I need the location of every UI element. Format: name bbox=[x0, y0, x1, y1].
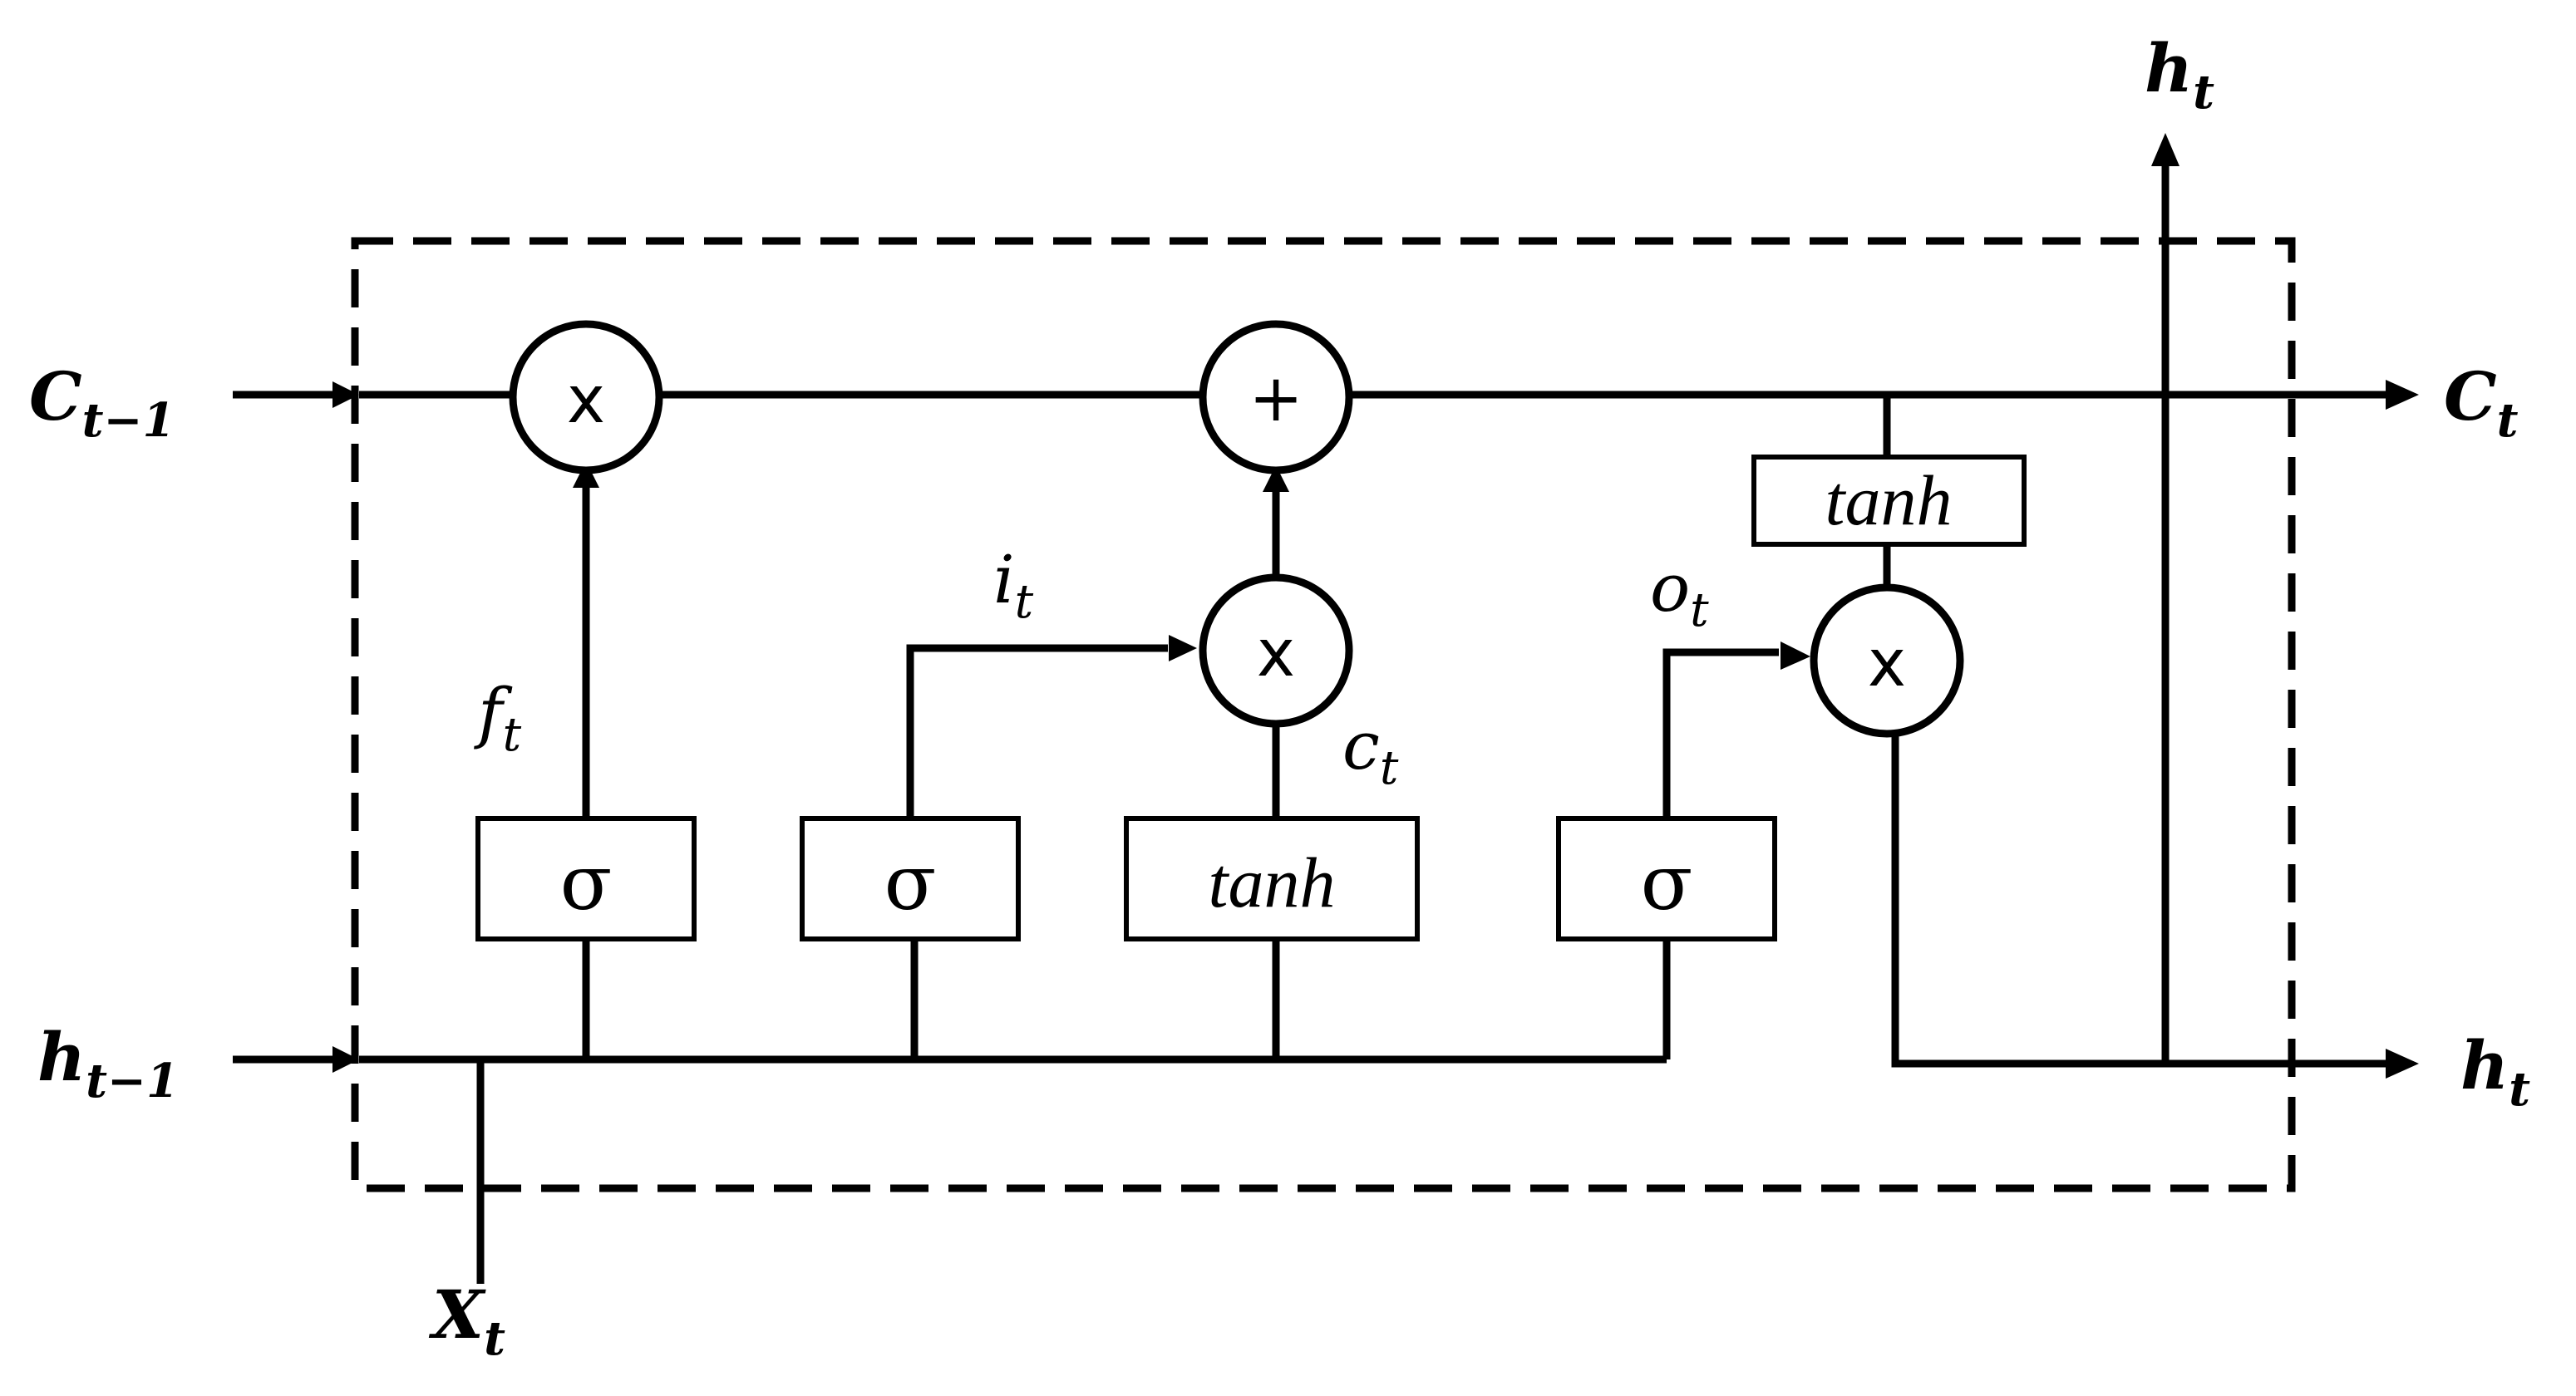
label-h-prev: ht−1 bbox=[37, 1018, 179, 1108]
forget-multiply-op: x bbox=[509, 320, 663, 474]
label-h-t-top: ht bbox=[2145, 29, 2214, 120]
svg-text:tanh: tanh bbox=[1825, 460, 1953, 540]
output-multiply-op: x bbox=[1810, 583, 1964, 738]
gate-input-connectors bbox=[582, 939, 1671, 1059]
cell-boundary bbox=[351, 237, 2296, 1192]
label-c-t: Ct bbox=[2444, 357, 2519, 448]
output-gate-arrow bbox=[1662, 641, 1810, 818]
forget-gate-box: σ bbox=[475, 816, 697, 941]
svg-text:σ: σ bbox=[1641, 838, 1693, 927]
svg-text:+: + bbox=[1249, 361, 1303, 436]
cell-add-op: + bbox=[1199, 320, 1353, 474]
svg-text:tanh: tanh bbox=[1209, 843, 1336, 922]
label-x-t: Xt bbox=[428, 1276, 505, 1366]
forget-gate-arrow bbox=[573, 461, 599, 818]
label-c-prev: Ct−1 bbox=[29, 357, 175, 448]
input-gate-box: σ bbox=[800, 816, 1021, 941]
label-o-t: ot bbox=[1650, 549, 1709, 637]
svg-text:σ: σ bbox=[560, 838, 613, 927]
svg-text:x: x bbox=[1868, 627, 1906, 701]
label-h-t-right: ht bbox=[2460, 1026, 2530, 1117]
hidden-state-input-line bbox=[233, 1046, 1667, 1284]
hidden-state-output-line bbox=[1891, 715, 2419, 1079]
cell-state-line bbox=[233, 380, 2419, 410]
svg-text:x: x bbox=[1257, 617, 1295, 691]
input-multiply-op: x bbox=[1199, 573, 1353, 728]
svg-text:x: x bbox=[567, 363, 605, 438]
label-i-t: it bbox=[993, 541, 1034, 629]
svg-text:σ: σ bbox=[884, 838, 937, 927]
candidate-tanh-box: tanh bbox=[1124, 816, 1420, 941]
label-c-t-candidate: ct bbox=[1342, 707, 1399, 795]
input-gate-arrow bbox=[906, 635, 1197, 818]
hidden-state-up-arrow bbox=[2151, 133, 2180, 1064]
cell-tanh-box: tanh bbox=[1751, 455, 2027, 547]
label-f-t: ft bbox=[474, 674, 522, 762]
output-gate-box: σ bbox=[1556, 816, 1777, 941]
